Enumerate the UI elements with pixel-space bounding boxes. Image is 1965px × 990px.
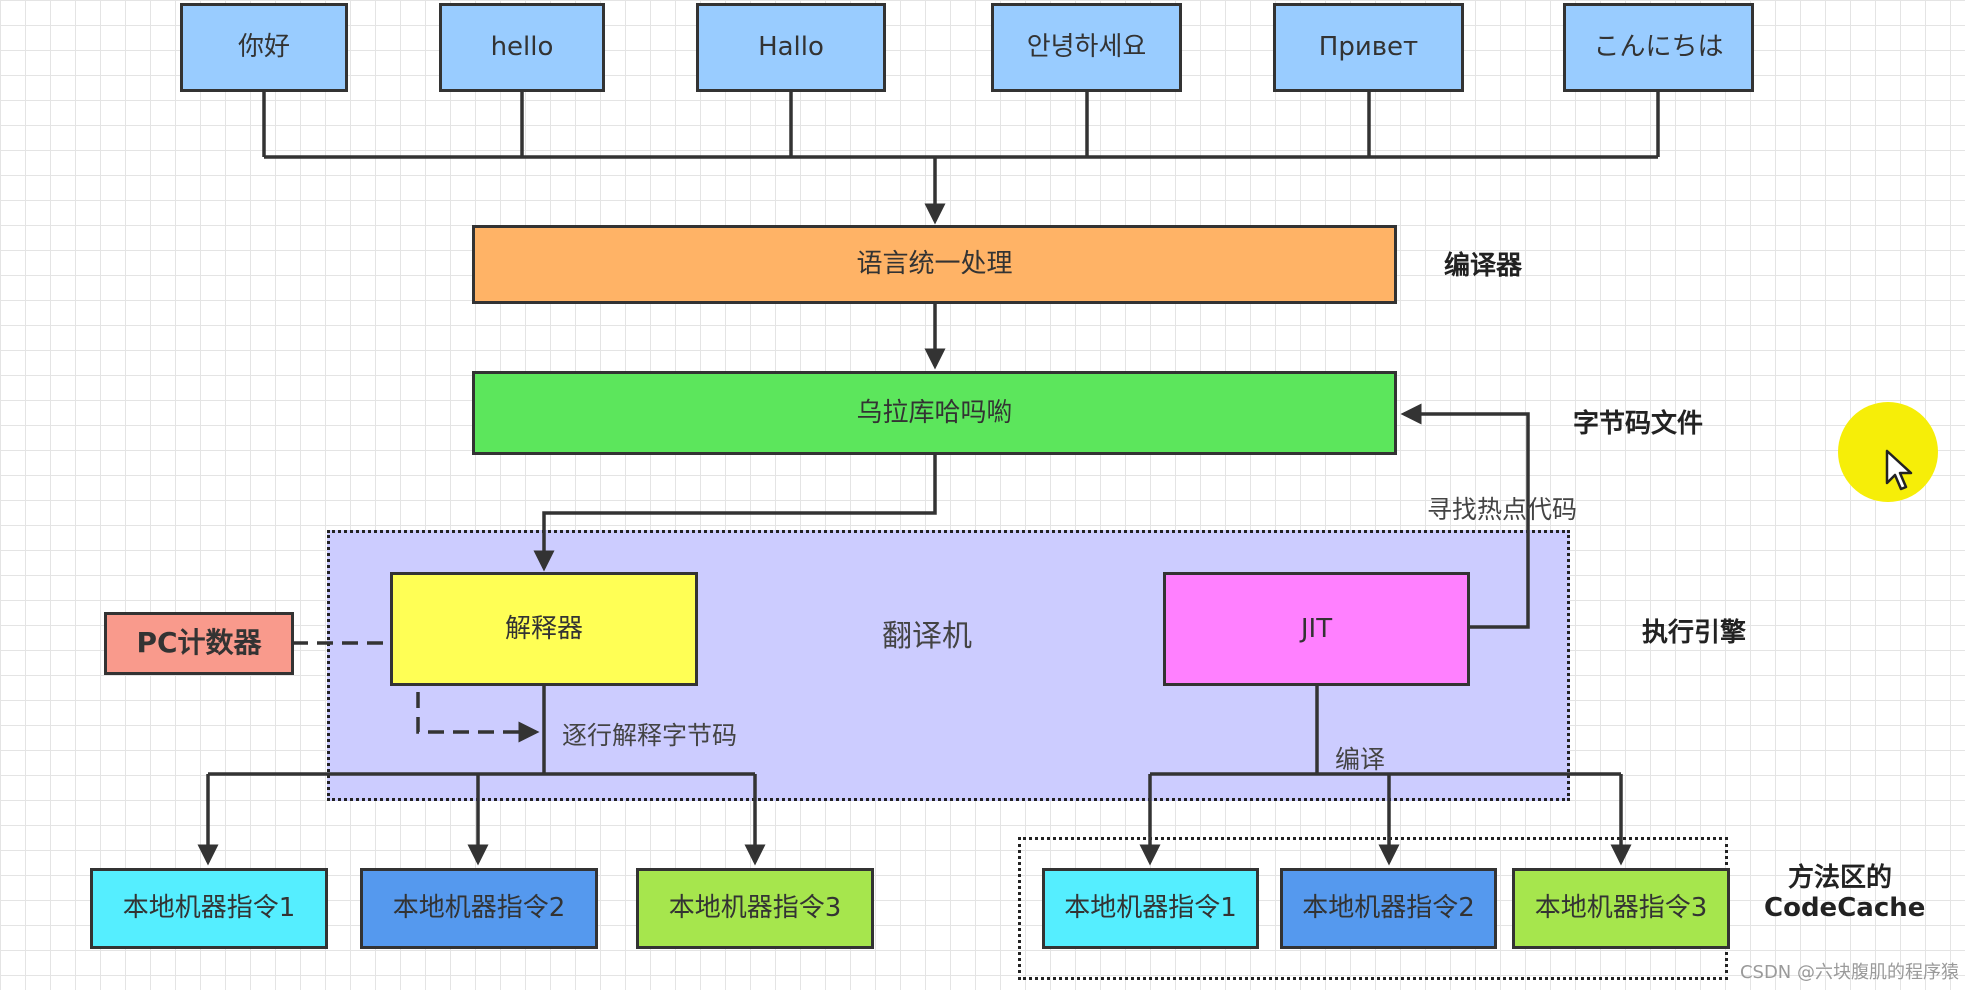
right-instruction-3: 本地机器指令3 (1512, 868, 1730, 949)
compiler-label: 编译器 (1444, 251, 1523, 281)
find-hotspot-label: 寻找热点代码 (1427, 495, 1578, 524)
interpreter-box: 解释器 (390, 572, 698, 686)
pc-counter-box: PC计数器 (104, 612, 294, 675)
jit-box: JIT (1163, 572, 1470, 686)
bytecode-file-label: 字节码文件 (1573, 409, 1704, 439)
interpret-label: 逐行解释字节码 (562, 721, 738, 750)
translator-label: 翻译机 (882, 619, 972, 654)
right-instruction-2: 本地机器指令2 (1280, 868, 1497, 949)
left-instruction-3: 本地机器指令3 (636, 868, 874, 949)
left-instruction-1: 本地机器指令1 (90, 868, 328, 949)
language-box-japanese: こんにちは (1563, 3, 1754, 92)
arrow-to-interpreter (533, 453, 937, 572)
language-box-hallo: Hallo (696, 3, 886, 92)
unify-processing-box: 语言统一处理 (472, 225, 1397, 304)
arrow-jit-to-bytecode (1400, 403, 1530, 629)
language-box-russian: Привет (1273, 3, 1464, 92)
execution-engine-label: 执行引擎 (1642, 618, 1747, 648)
watermark: CSDN @六块腹肌的程序猿 (1739, 962, 1959, 983)
language-box-hello: hello (439, 3, 605, 92)
codecache-label-line2: CodeCache (1764, 893, 1926, 923)
codecache-label-line1: 方法区的 (1788, 863, 1893, 893)
compile-label: 编译 (1335, 745, 1386, 774)
bytecode-box: 乌拉库哈吗喲 (472, 371, 1397, 455)
left-instruction-2: 本地机器指令2 (360, 868, 598, 949)
pc-counter-dashed-arrow (292, 641, 540, 743)
language-box-korean: 안녕하세요 (991, 3, 1182, 92)
language-box-nihao: 你好 (180, 3, 348, 92)
right-instruction-1: 本地机器指令1 (1042, 868, 1259, 949)
mouse-pointer-icon (1885, 449, 1913, 491)
